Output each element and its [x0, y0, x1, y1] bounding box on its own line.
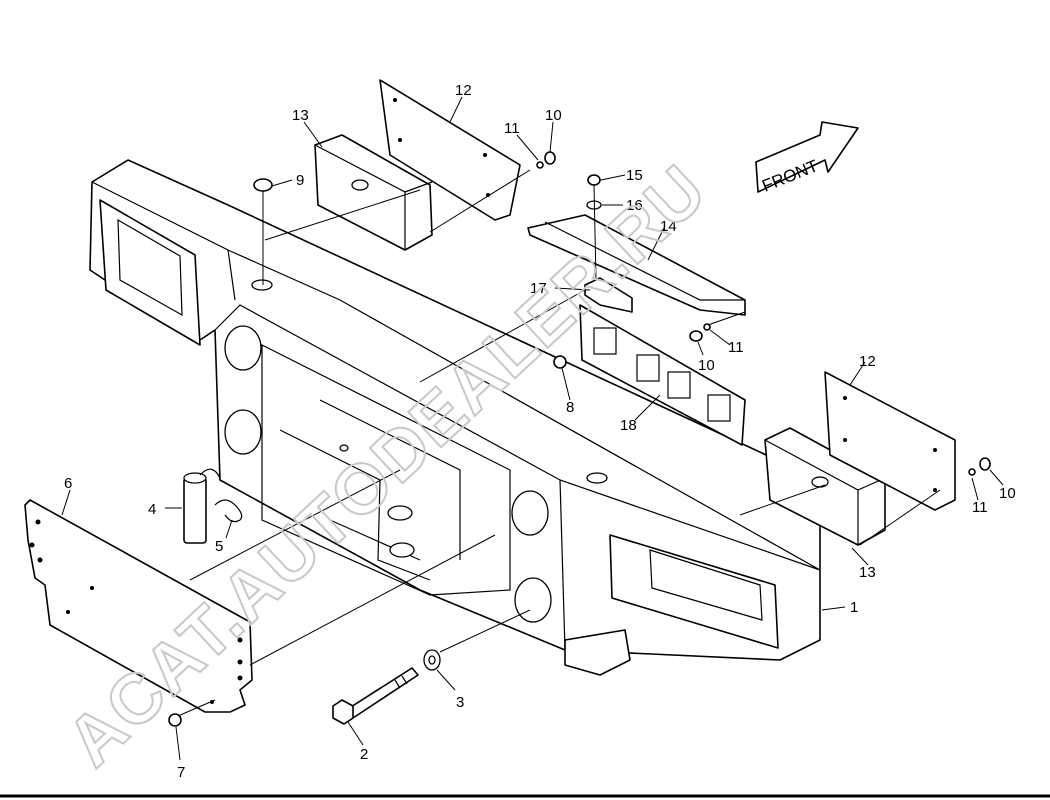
callout-1: 1 — [850, 599, 858, 616]
bolt-10-upper — [536, 151, 556, 169]
callout-2: 2 — [360, 746, 368, 763]
callout-7: 7 — [177, 764, 185, 781]
bumper-body — [89, 159, 821, 676]
bracket-upper-left — [314, 134, 433, 251]
callout-18: 18 — [620, 417, 637, 434]
callout-4: 4 — [148, 501, 156, 518]
bolt-9 — [253, 178, 273, 285]
callout-6: 6 — [64, 475, 72, 492]
washer — [423, 649, 441, 671]
callout-11-upper: 11 — [504, 120, 520, 137]
nut-8 — [553, 355, 567, 369]
callout-11-middle: 11 — [728, 339, 744, 356]
callout-10-middle: 10 — [698, 357, 715, 374]
callout-5: 5 — [215, 538, 223, 555]
callout-15: 15 — [626, 167, 643, 184]
plate-right — [824, 371, 956, 511]
bracket-right — [764, 427, 886, 546]
callout-14: 14 — [660, 218, 677, 235]
retaining-clip — [214, 499, 243, 523]
license-plate-bracket — [24, 499, 253, 713]
callout-9: 9 — [296, 172, 304, 189]
cover-plate — [527, 214, 746, 316]
callout-16: 16 — [626, 197, 643, 214]
bolt-7 — [168, 713, 182, 727]
callout-leaders — [61, 96, 1004, 761]
callout-13-upper: 13 — [292, 107, 309, 124]
callout-12-upper: 12 — [455, 82, 472, 99]
callout-12-right: 12 — [859, 353, 876, 370]
callout-10-right: 10 — [999, 485, 1016, 502]
callout-13-right: 13 — [859, 564, 876, 581]
callout-11-right: 11 — [972, 499, 988, 516]
bolt-10-middle — [689, 323, 711, 342]
callout-3: 3 — [456, 694, 464, 711]
callout-8: 8 — [566, 399, 574, 416]
callout-17: 17 — [530, 280, 547, 297]
front-direction-arrow: FRONT — [755, 121, 859, 196]
callout-numbers: 12 13 11 10 9 15 16 14 17 10 11 8 18 12 … — [64, 82, 1016, 781]
bolt-10-right — [968, 457, 991, 476]
tow-bolt — [332, 667, 419, 725]
assembly-lines — [177, 169, 941, 717]
mounting-bracket-small — [584, 277, 633, 313]
grille-plate — [579, 304, 746, 446]
callout-10-upper: 10 — [545, 107, 562, 124]
tow-pin — [183, 468, 221, 544]
bolt-15 — [586, 174, 602, 281]
